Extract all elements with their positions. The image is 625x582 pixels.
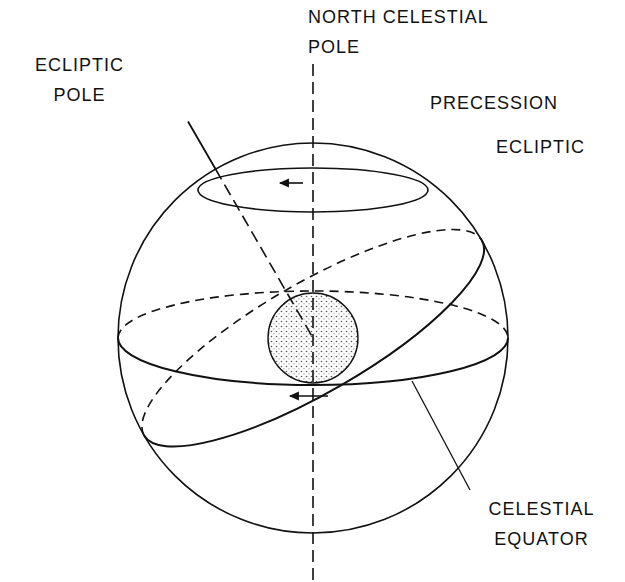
pole-label: ECLIPTIC POLE	[12, 50, 147, 110]
circle-label: PRECESSION	[430, 88, 558, 118]
ecliptic-pole-axis	[188, 122, 216, 170]
rotation-arrow	[290, 395, 328, 397]
precession-arrow	[280, 182, 303, 184]
leader-line	[412, 381, 470, 490]
ecliptic-front	[144, 241, 509, 484]
celestial-axis	[312, 64, 314, 582]
pole-label: NORTH CELESTIAL POLE	[308, 2, 543, 62]
ecliptic-pole-axis-inner	[216, 169, 314, 338]
circle-label: CELESTIAL EQUATOR	[474, 494, 609, 554]
circle-label: ECLIPTIC	[496, 132, 585, 162]
